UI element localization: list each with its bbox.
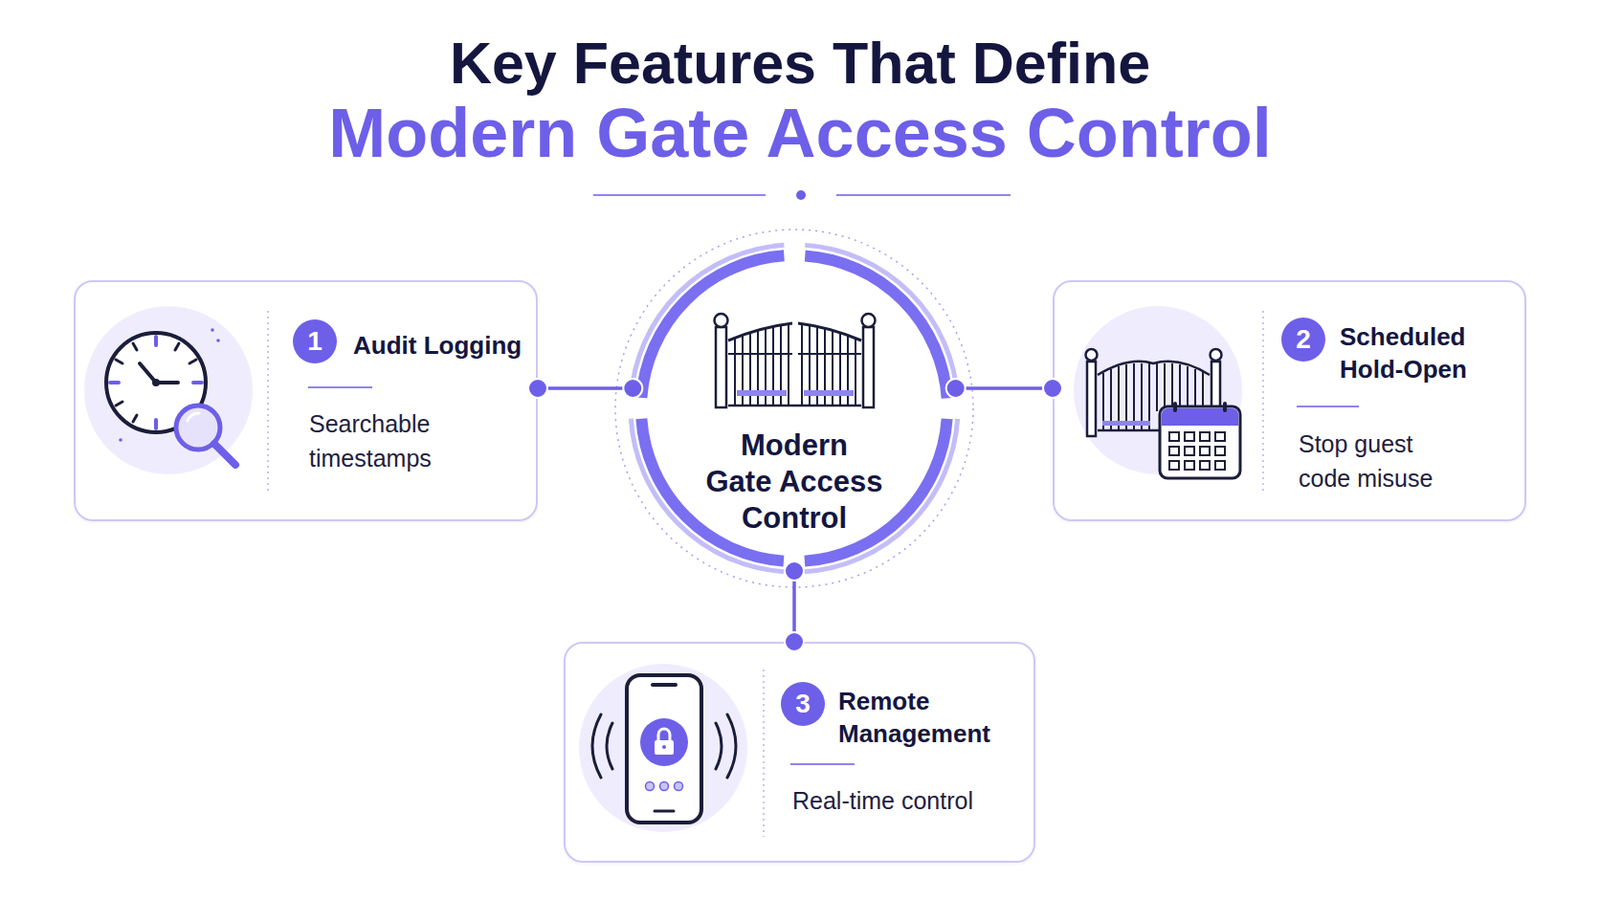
heading-rule <box>308 386 373 389</box>
feature-heading: Audit Logging <box>353 329 574 362</box>
phone-illustration <box>578 664 748 833</box>
feature-heading: Remote Management <box>838 685 1021 751</box>
callout-number: 1 <box>292 319 337 364</box>
feature-description: Real-time control <box>792 783 1023 819</box>
feature-heading: Scheduled Hold-Open <box>1339 320 1512 386</box>
feature-description: Searchable timestamps <box>309 406 491 476</box>
connector-group <box>784 561 804 652</box>
dotted-ring <box>615 229 974 588</box>
subtitle: Modern Gate Access Control <box>0 91 1600 175</box>
gate-calendar-illustration <box>1073 306 1243 479</box>
divider <box>762 669 765 838</box>
connector-group <box>946 378 1063 399</box>
connector-group <box>528 378 643 399</box>
feature-card: 2 Scheduled Hold-OpenStop guest code misu… <box>1052 280 1527 522</box>
hub-arc <box>641 255 948 562</box>
hub-label: Modern Gate Access Control <box>704 427 885 537</box>
divider <box>1262 311 1265 493</box>
hub-ring <box>612 226 977 591</box>
connector-dot <box>528 378 548 399</box>
heading-rule <box>790 763 855 766</box>
title-rule <box>593 190 1011 200</box>
connector <box>955 386 1053 391</box>
divider <box>266 311 269 493</box>
callout-number: 3 <box>780 682 825 727</box>
clock-illustration <box>84 306 253 475</box>
feature-card: 3 Remote ManagementReal-time control <box>563 642 1036 864</box>
hub-circle: Modern Gate Access Control <box>612 226 977 591</box>
callout-number: 2 <box>1281 317 1326 362</box>
hub-arc <box>630 244 958 573</box>
connector <box>792 571 797 643</box>
heading-rule <box>1296 405 1359 408</box>
feature-description: Stop guest code misuse <box>1298 426 1452 496</box>
feature-card: 1Audit LoggingSearchable timestamps <box>73 280 538 522</box>
connector <box>537 386 633 391</box>
connector-dot <box>784 561 804 581</box>
title: Key Features That Define <box>0 28 1600 98</box>
gate-icon <box>714 313 876 408</box>
